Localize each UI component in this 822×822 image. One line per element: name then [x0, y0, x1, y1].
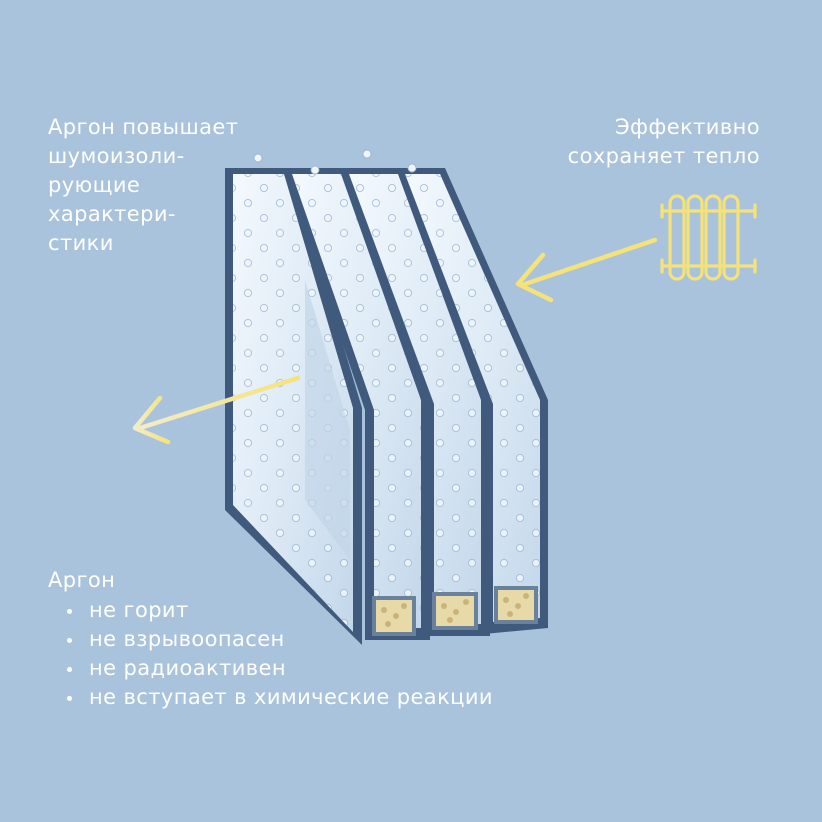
- heat-retention-note: Эффективно сохраняет тепло: [568, 113, 760, 171]
- note-line: Эффективно: [614, 115, 760, 139]
- radiator-icon: [660, 194, 757, 281]
- spacer-desiccant-3: [494, 586, 538, 624]
- glass-pane-2: [283, 168, 430, 640]
- note-line: шумоизоли-: [48, 144, 185, 168]
- note-line: стики: [48, 231, 114, 255]
- glass-pane-1: [225, 168, 362, 645]
- noise-insulation-note: Аргон повышает шумоизоли- рующие характе…: [48, 113, 238, 258]
- spacer-desiccant-2: [432, 592, 478, 630]
- list-item: не радиоактивен: [48, 654, 493, 683]
- argon-bubbles: [253, 149, 417, 175]
- spacer-desiccant-1: [372, 596, 416, 636]
- list-item: не вступает в химические реакции: [48, 683, 493, 712]
- note-line: рующие: [48, 173, 141, 197]
- note-line: Аргон повышает: [48, 115, 239, 139]
- properties-list: не горит не взрывоопасен не радиоактивен…: [48, 596, 493, 712]
- note-line: характери-: [48, 202, 176, 226]
- glass-pane-4: [396, 168, 548, 634]
- argon-title: Аргон: [48, 568, 116, 592]
- argon-properties: Аргон не горит не взрывоопасен не радиоа…: [48, 566, 493, 712]
- arrow-left-icon: [515, 237, 658, 303]
- note-line: сохраняет тепло: [567, 144, 760, 168]
- list-item: не взрывоопасен: [48, 625, 493, 654]
- list-item: не горит: [48, 596, 493, 625]
- glass-pane-3: [340, 168, 490, 636]
- arrow-left-icon: [132, 375, 301, 445]
